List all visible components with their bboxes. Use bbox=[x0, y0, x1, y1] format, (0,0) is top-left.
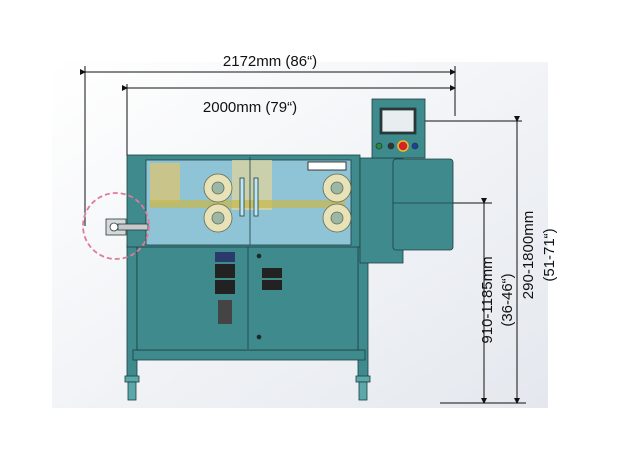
highlight-circle bbox=[82, 192, 150, 260]
handle-arm bbox=[117, 223, 149, 231]
overall-width-label: 2172mm (86“) bbox=[223, 53, 317, 70]
blue-button bbox=[411, 142, 419, 150]
side-tray bbox=[392, 158, 454, 251]
body-width-label: 2000mm (79“) bbox=[203, 99, 297, 116]
warning-labels bbox=[215, 252, 282, 324]
panel-height-mm-label: 290-1800mm bbox=[520, 211, 537, 299]
bottom-frame-bar bbox=[132, 349, 366, 361]
green-button bbox=[375, 142, 383, 150]
panel-height-in-label: (51-71“) bbox=[541, 228, 558, 281]
caster-wheel bbox=[124, 375, 371, 401]
table-height-mm-label: 910-1185mm bbox=[479, 256, 496, 343]
machine bbox=[105, 98, 454, 401]
black-button bbox=[387, 142, 395, 150]
lower-cabinet bbox=[136, 244, 359, 351]
table-height-in-label: (36-46“) bbox=[499, 273, 516, 326]
material-roll bbox=[203, 173, 352, 233]
emergency-stop-button bbox=[397, 140, 409, 152]
dimension-lines bbox=[80, 66, 526, 404]
